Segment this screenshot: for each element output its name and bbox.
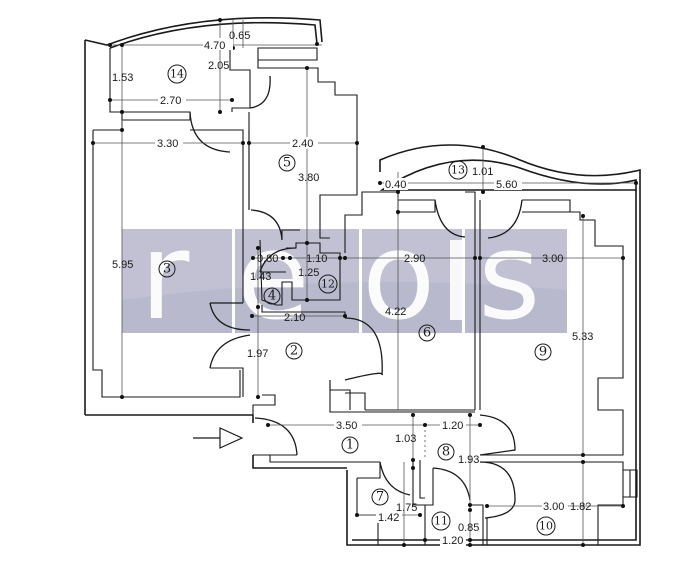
dim-1-20-b: 1.20 [442,535,463,547]
dim-5-95: 5.95 [112,259,133,271]
room-label-14: 14 [167,64,187,84]
dim-3-50: 3.50 [336,420,357,432]
dim-1-25: 1.25 [298,267,319,279]
room-5-walls [248,67,358,241]
dim-0-65: 0.65 [229,30,250,42]
svg-text:7: 7 [376,490,384,505]
svg-text:8: 8 [442,445,450,460]
dim-1-20-a: 1.20 [442,420,463,432]
dim-1-53: 1.53 [112,72,133,84]
watermark-letter-e: e [236,208,310,347]
dim-1-93: 1.93 [458,454,479,466]
svg-text:10: 10 [539,520,553,533]
dim-3-30: 3.30 [157,138,178,150]
svg-text:4: 4 [268,289,276,304]
room-label-7: 7 [371,488,389,506]
room-label-1: 1 [341,436,359,454]
dim-0-40: 0.40 [385,179,406,191]
dim-4-70: 4.70 [204,40,225,52]
svg-text:2: 2 [290,344,298,359]
dim-5-60: 5.60 [496,179,517,191]
room-label-3: 3 [158,260,176,278]
outer-walls [84,17,641,546]
room-label-8: 8 [437,443,455,461]
room-9-walls [480,199,624,456]
svg-text:14: 14 [170,68,184,81]
dimension-labels: 4.70 0.65 1.53 2.05 2.70 3.30 2.40 3.80 … [112,30,593,547]
dim-3-00-a: 3.00 [542,253,563,265]
arrow-right-icon [193,427,244,449]
dim-1-10: 1.10 [306,253,327,265]
dim-1-82: 1.82 [570,501,591,513]
dim-1-03: 1.03 [395,433,416,445]
dim-2-90: 2.90 [404,253,425,265]
room-label-12: 12 [318,274,338,294]
svg-text:6: 6 [423,326,431,341]
dim-1-97: 1.97 [247,348,268,360]
dim-2-70: 2.70 [160,95,181,107]
room-label-4: 4 [263,287,281,305]
room-label-11: 11 [431,511,451,531]
watermark-letter-s: s [478,208,541,347]
room-label-9: 9 [534,343,552,361]
room-label-13: 13 [448,160,468,180]
dim-2-40: 2.40 [292,138,313,150]
room-label-6: 6 [418,324,436,342]
dim-3-80: 3.80 [298,172,319,184]
room-label-5: 5 [278,154,296,172]
room-label-10: 10 [536,516,556,536]
room-labels: 1 2 3 4 5 6 7 8 9 10 11 12 13 14 [158,64,556,536]
svg-text:3: 3 [163,262,171,277]
room-label-2: 2 [285,342,303,360]
dimension-dots [91,18,638,547]
watermark-letter-r: r [140,208,190,347]
dim-2-10: 2.10 [284,312,305,324]
dim-0-80: 0.80 [257,253,278,265]
hall-walls [252,380,475,463]
dim-1-43: 1.43 [250,271,271,283]
room-10-walls [479,414,638,545]
dim-1-01: 1.01 [472,166,493,178]
svg-text:12: 12 [321,278,335,291]
dim-0-85: 0.85 [458,522,479,534]
svg-text:1: 1 [346,438,354,453]
svg-text:9: 9 [539,345,547,360]
dim-4-22: 4.22 [385,306,406,318]
dim-1-42: 1.42 [378,512,399,524]
svg-text:5: 5 [283,156,291,171]
svg-text:13: 13 [451,164,465,177]
svg-text:11: 11 [434,515,448,528]
dim-5-33: 5.33 [572,331,593,343]
watermark-letter-o: o [362,208,435,347]
dim-3-00-b: 3.00 [543,501,564,513]
watermark-logo: r e o s [122,208,567,347]
dim-2-05: 2.05 [208,60,229,72]
